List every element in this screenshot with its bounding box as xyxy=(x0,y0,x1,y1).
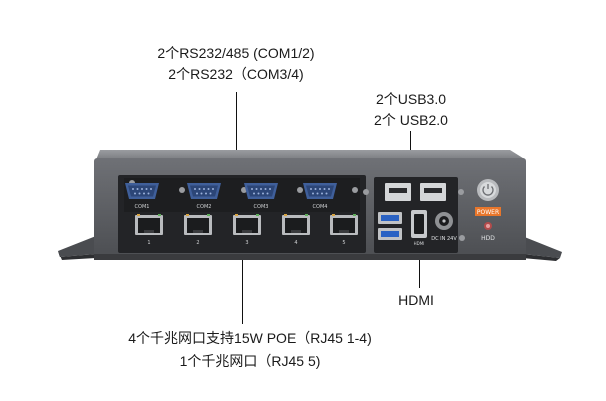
com-port-4[interactable] xyxy=(303,183,337,199)
rj45-port-4[interactable] xyxy=(282,214,310,235)
com-port-label-1: COM1 xyxy=(135,204,150,210)
hdmi-port-label: HDMI xyxy=(414,241,425,246)
com-port-label-3: COM3 xyxy=(254,204,269,210)
power-label-badge xyxy=(475,207,501,216)
usb2-port-1[interactable] xyxy=(385,183,411,201)
com-port-1[interactable] xyxy=(125,183,159,199)
com-annotation-line2: 2个RS232（COM3/4) xyxy=(168,66,304,82)
com-port-label-4: COM4 xyxy=(313,204,328,210)
rj45-port-label-3: 3 xyxy=(245,240,248,246)
usb-annotation-line1: 2个USB3.0 xyxy=(375,91,447,107)
hdd-label: HDD xyxy=(481,235,495,242)
rj45-port-1[interactable] xyxy=(135,214,163,235)
rj45-annotation-line1: 4个千兆网口支持15W POE（RJ45 1-4) xyxy=(128,330,372,346)
hdmi-port[interactable] xyxy=(411,210,427,238)
mounting-ear-right xyxy=(522,236,562,261)
mounting-ear-left xyxy=(58,236,96,260)
usb3-port-2[interactable] xyxy=(378,228,402,240)
dc-in-jack[interactable] xyxy=(435,212,453,230)
rj45-leader-line xyxy=(242,236,243,324)
com-port-label-2: COM2 xyxy=(197,204,212,210)
com-port-3[interactable] xyxy=(244,183,278,199)
rj45-annotation-line2: 1个千兆网口（RJ45 5) xyxy=(179,353,321,369)
rj45-port-2[interactable] xyxy=(184,214,212,235)
rj45-port-label-4: 4 xyxy=(294,240,297,246)
rj45-port-label-2: 2 xyxy=(196,240,199,246)
usb2-port-2[interactable] xyxy=(420,183,446,201)
power-button[interactable] xyxy=(477,179,499,201)
rj45-port-label-1: 1 xyxy=(147,240,150,246)
hdmi-annotation: HDMI xyxy=(398,292,434,308)
rj45-port-5[interactable] xyxy=(330,214,358,235)
power-label: POWER xyxy=(477,209,499,216)
com-leader-line xyxy=(236,92,237,198)
dc-in-label: DC IN 24V xyxy=(431,236,457,242)
rj45-port-label-5: 5 xyxy=(342,240,345,246)
rj45-port-3[interactable] xyxy=(233,214,261,235)
chassis-top xyxy=(96,150,526,160)
faceplate-screws xyxy=(129,180,465,241)
com-port-2[interactable] xyxy=(187,183,221,199)
usb-annotation-line2: 2个 USB2.0 xyxy=(374,112,448,128)
com-annotation-line1: 2个RS232/485 (COM1/2) xyxy=(157,45,315,61)
usb3-port-1[interactable] xyxy=(378,212,402,224)
